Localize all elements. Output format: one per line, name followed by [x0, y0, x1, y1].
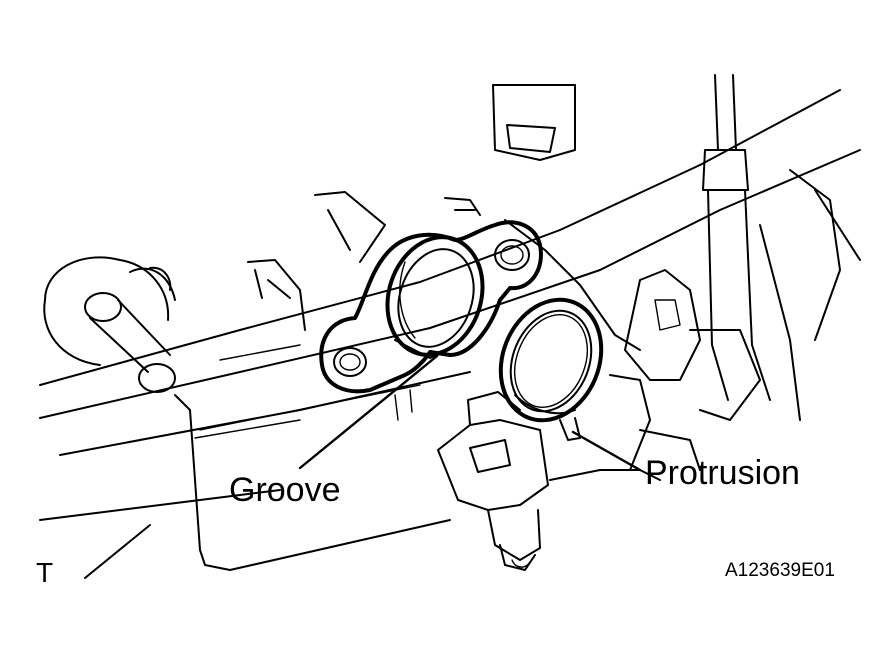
flange-gasket — [319, 220, 543, 394]
left-shaft — [43, 256, 176, 393]
engine-background — [39, 74, 861, 579]
protrusion-leader-line — [571, 430, 642, 472]
view-mark: T — [36, 557, 53, 588]
o-ring — [498, 297, 604, 441]
sensor-connector — [437, 391, 549, 571]
protrusion-label: Protrusion — [645, 454, 800, 492]
groove-label: Groove — [229, 471, 341, 509]
groove-leader-line — [298, 354, 439, 470]
figure-id: A123639E01 — [725, 560, 835, 581]
